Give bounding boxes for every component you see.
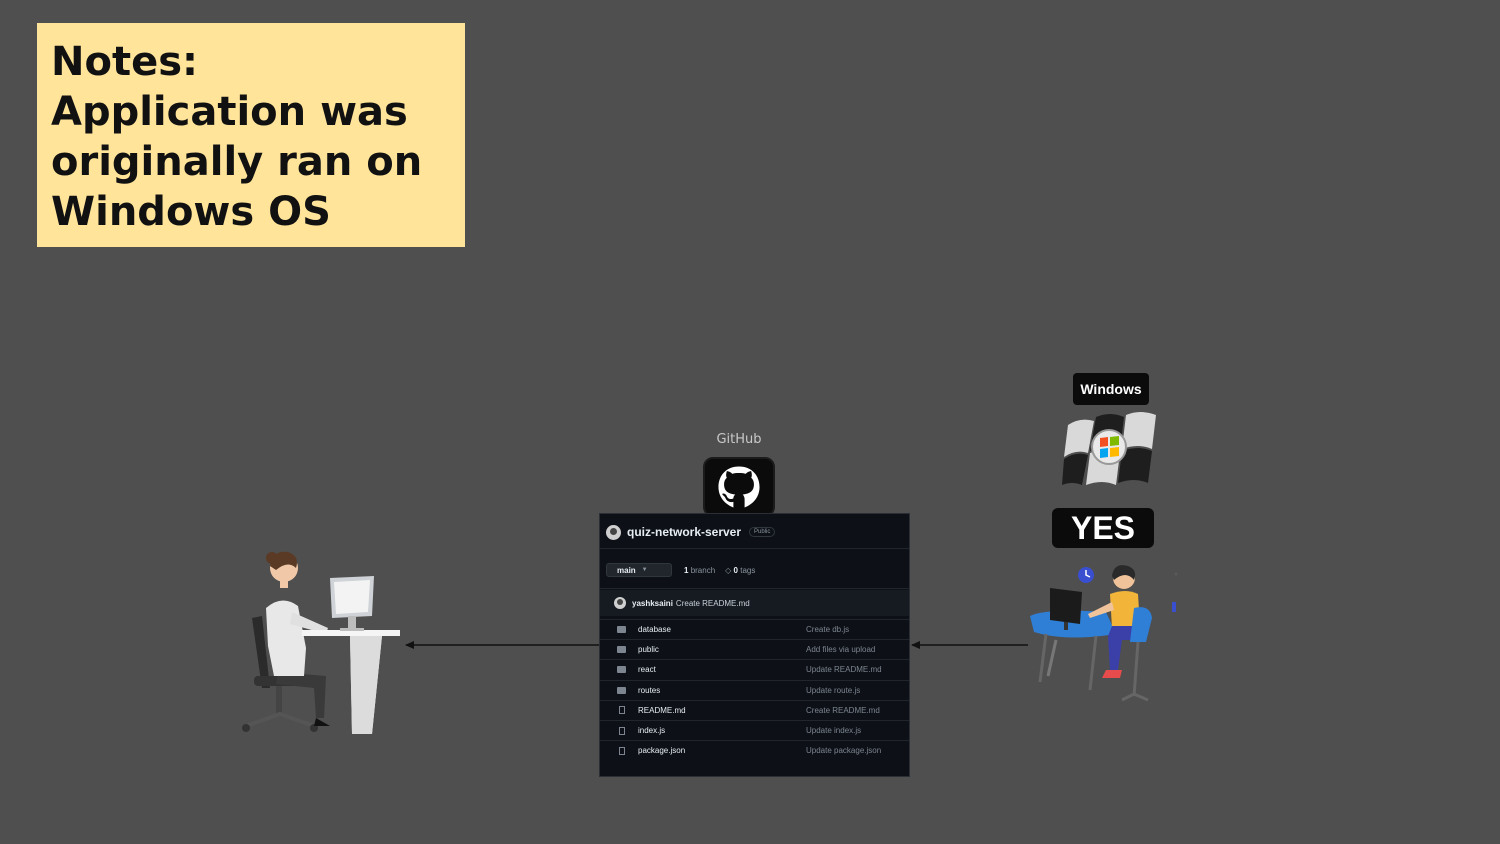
branch-row: main ▼ 1 branch ◇ 0 tags — [606, 562, 755, 578]
file-name[interactable]: README.md — [638, 705, 686, 715]
repo-header: quiz-network-server Public — [606, 522, 776, 542]
file-commit-message[interactable]: Add files via upload — [806, 645, 876, 655]
notes-box: Notes: Application was originally ran on… — [37, 23, 465, 247]
file-commit-message[interactable]: Create README.md — [806, 705, 880, 715]
github-label: GitHub — [716, 432, 762, 447]
notes-line: originally ran on — [51, 139, 423, 185]
github-octocat-icon — [718, 466, 760, 508]
github-logo — [703, 457, 775, 517]
windows-user-illustration — [1030, 565, 1178, 702]
file-row[interactable]: database Create db.js — [600, 619, 909, 639]
file-row[interactable]: public Add files via upload — [600, 639, 909, 659]
tag-count-link[interactable]: ◇ 0 tags — [725, 566, 755, 575]
file-icon — [619, 706, 625, 715]
file-commit-message[interactable]: Update package.json — [806, 746, 882, 756]
notes-line: Application was — [51, 89, 408, 135]
branch-count-label: branch — [690, 565, 716, 575]
commit-author[interactable]: yashksaini — [632, 598, 673, 608]
notes-line: Notes: — [51, 39, 199, 85]
branch-name: main — [617, 565, 636, 575]
commit-message[interactable]: Create README.md — [675, 598, 750, 608]
file-row[interactable]: README.md Create README.md — [600, 699, 909, 720]
branch-count: 1 — [684, 565, 689, 575]
branch-selector[interactable]: main ▼ — [606, 563, 672, 577]
file-row[interactable]: index.js Update index.js — [600, 719, 909, 740]
file-row[interactable]: react Update README.md — [600, 659, 909, 679]
file-name[interactable]: routes — [638, 685, 661, 695]
windows-logo-icon — [1062, 412, 1156, 485]
folder-icon — [617, 686, 626, 694]
file-row[interactable]: routes Update route.js — [600, 679, 909, 700]
folder-icon — [617, 626, 626, 634]
visibility-badge: Public — [749, 527, 776, 537]
repo-name[interactable]: quiz-network-server — [627, 525, 742, 539]
commit-author-avatar — [614, 597, 626, 609]
file-icon — [619, 746, 625, 755]
latest-commit-row: yashksaini Create README.md — [600, 590, 909, 616]
github-repo-panel: quiz-network-server Public main ▼ 1 bran… — [599, 513, 910, 777]
developer-woman-illustration — [242, 551, 400, 734]
owner-avatar — [606, 524, 621, 540]
notes-line: Windows OS — [51, 189, 331, 235]
file-icon — [619, 726, 625, 735]
file-commit-message[interactable]: Update route.js — [806, 685, 861, 695]
file-row[interactable]: package.json Update package.json — [600, 740, 909, 760]
file-name[interactable]: public — [638, 645, 659, 655]
divider — [600, 548, 909, 549]
file-commit-message[interactable]: Update README.md — [806, 665, 882, 675]
file-name[interactable]: package.json — [638, 746, 686, 756]
folder-icon — [617, 646, 626, 654]
file-name[interactable]: index.js — [638, 726, 666, 736]
divider — [600, 588, 909, 589]
tag-count-label: tags — [740, 565, 756, 575]
windows-label: Windows — [1073, 373, 1149, 405]
tag-count: 0 — [733, 565, 738, 575]
file-name[interactable]: react — [638, 665, 656, 675]
folder-icon — [617, 666, 626, 674]
file-commit-message[interactable]: Create db.js — [806, 625, 850, 635]
tag-icon: ◇ — [725, 565, 732, 575]
branch-count-link[interactable]: 1 branch — [684, 566, 715, 575]
file-list: database Create db.js public Add files v… — [600, 619, 909, 760]
yes-badge: YES — [1052, 508, 1154, 548]
chevron-down-icon: ▼ — [641, 567, 648, 573]
file-commit-message[interactable]: Update index.js — [806, 726, 862, 736]
file-name[interactable]: database — [638, 625, 671, 635]
